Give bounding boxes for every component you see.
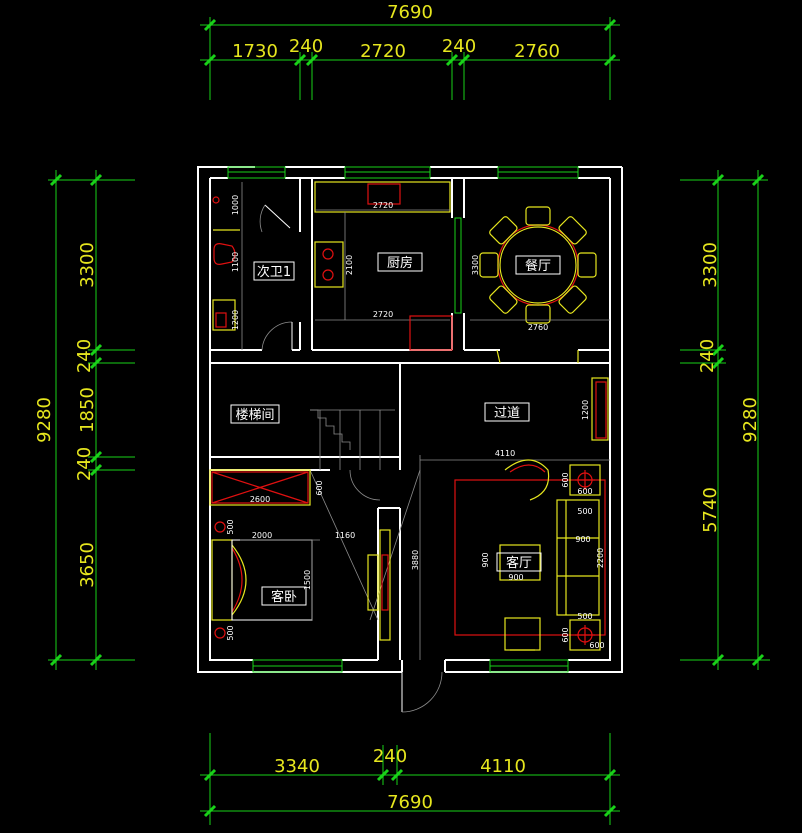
corr-dim-1200: 1200	[581, 400, 590, 420]
side-dim-500-a: 500	[577, 612, 592, 621]
stair-corridor: 楼梯间 过道 1200	[230, 377, 609, 621]
wardrobe-dim-depth: 600	[315, 480, 324, 495]
bottom-dim-3: 4110	[480, 756, 526, 777]
room-living-label: 客厅	[506, 555, 532, 571]
left-dim-4: 240	[74, 447, 95, 481]
right-dim-1: 3300	[700, 242, 721, 288]
kitchen-fixtures: 2720 2100 2720 3300 厨房	[314, 181, 480, 351]
room-bathroom-label: 次卫1	[257, 264, 291, 280]
side-dim-600-c: 600	[561, 627, 570, 642]
left-dim-3: 1850	[77, 387, 98, 433]
left-dim-2: 240	[74, 339, 95, 373]
bathroom-fixtures: 1000 1100 1200 次卫1	[212, 182, 295, 350]
left-dim-1: 3300	[77, 242, 98, 288]
kitchen-dim-bottom: 2720	[373, 310, 393, 319]
guest-bedroom-fixtures: 2600 600 500 2000 1160 1500 500 客卧	[209, 469, 391, 641]
wardrobe-dim-len: 2600	[250, 495, 270, 504]
living-dim-top: 4110	[495, 449, 515, 458]
left-dim-5: 3650	[77, 542, 98, 588]
sofa-dim-2200: 2200	[596, 548, 605, 568]
left-total-dim: 9280	[34, 397, 55, 443]
doors	[259, 204, 579, 713]
right-dim-2: 240	[697, 339, 718, 373]
bed-dim-1500: 1500	[303, 570, 312, 590]
dining-fixtures: 2760 餐厅	[470, 206, 610, 332]
kitchen-dim-top: 2720	[373, 201, 393, 210]
side-dim-600-b: 600	[577, 487, 592, 496]
side-dim-500-b: 500	[577, 507, 592, 516]
bed-dim-500-a: 500	[226, 519, 235, 534]
bed-dim-2000: 2000	[252, 531, 272, 540]
left-dimensions: 9280 3300 240 1850 240 3650	[34, 170, 135, 670]
side-dim-600-d: 600	[589, 641, 604, 650]
bath-dim-1000: 1000	[231, 195, 240, 215]
bottom-total-dim: 7690	[387, 792, 433, 813]
right-total-dim: 9280	[740, 397, 761, 443]
windows	[227, 166, 579, 673]
room-kitchen-label: 厨房	[387, 255, 413, 271]
top-dim-1: 1730	[232, 41, 278, 62]
right-dim-3: 5740	[700, 487, 721, 533]
living-room-fixtures: 4110 3880 900 900 客厅 900 2200 600 600 50…	[411, 449, 610, 660]
bottom-dim-2: 240	[373, 746, 407, 767]
top-dimensions: 7690 1730 240 2720 240 2760	[200, 2, 620, 100]
table-dim-900-a: 900	[481, 552, 490, 567]
room-corridor-label: 过道	[494, 406, 520, 421]
top-dim-2: 240	[289, 36, 323, 57]
right-dimensions: 3300 240 5740 9280	[680, 170, 770, 670]
bottom-dim-1: 3340	[274, 756, 320, 777]
bath-dim-1200: 1200	[231, 310, 240, 330]
side-dim-600-a: 600	[561, 472, 570, 487]
outer-walls	[197, 166, 623, 673]
top-dim-5: 2760	[514, 41, 560, 62]
bottom-dimensions: 3340 240 4110 7690	[200, 733, 620, 825]
dining-dim-width: 2760	[528, 323, 548, 332]
kitchen-dim-side: 2100	[345, 255, 354, 275]
bath-dim-1100: 1100	[231, 252, 240, 272]
bed-dim-1160: 1160	[335, 531, 355, 540]
top-dim-3: 2720	[360, 41, 406, 62]
room-stair-label: 楼梯间	[235, 408, 274, 423]
living-dim-3880: 3880	[411, 550, 420, 570]
sofa-dim-900: 900	[575, 535, 590, 544]
room-dining-label: 餐厅	[525, 258, 551, 274]
table-dim-900-b: 900	[508, 573, 523, 582]
top-total-dim: 7690	[387, 2, 433, 23]
top-dim-4: 240	[442, 36, 476, 57]
pass-dim-3300: 3300	[471, 255, 480, 275]
bed-dim-500-b: 500	[226, 625, 235, 640]
room-guest-bedroom-label: 客卧	[271, 589, 297, 605]
